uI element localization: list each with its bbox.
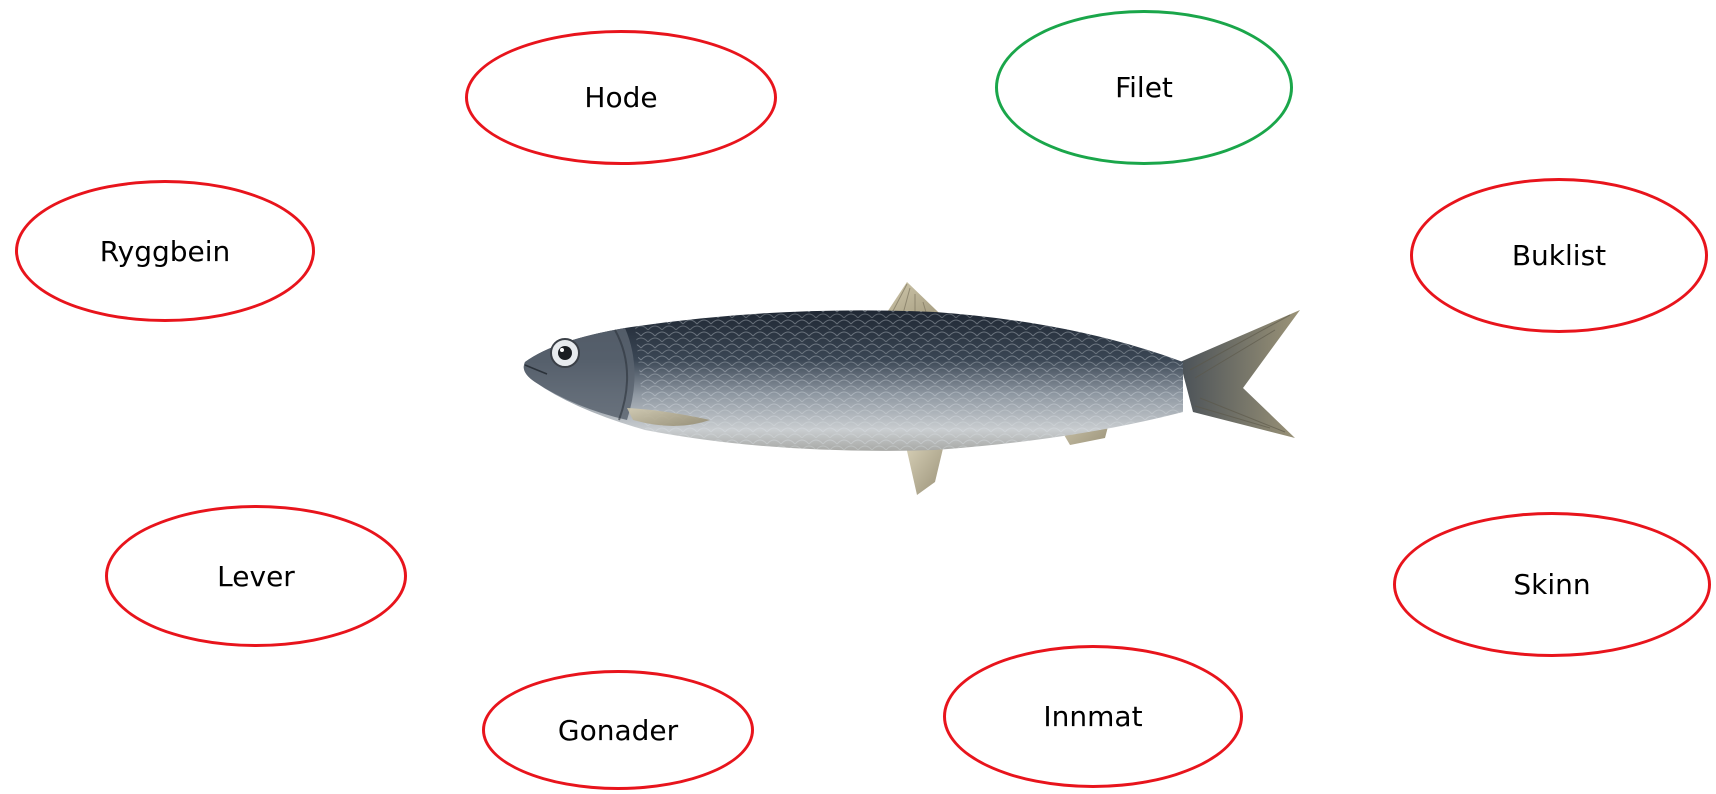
label-skinn-text: Skinn bbox=[1513, 568, 1590, 601]
fish-illustration bbox=[515, 270, 1345, 550]
label-filet[interactable]: Filet bbox=[995, 10, 1293, 165]
label-hode-text: Hode bbox=[584, 81, 657, 114]
label-gonader-text: Gonader bbox=[558, 714, 678, 747]
label-ryggbein[interactable]: Ryggbein bbox=[15, 180, 315, 322]
label-hode[interactable]: Hode bbox=[465, 30, 777, 165]
label-buklist-text: Buklist bbox=[1512, 239, 1606, 272]
label-lever[interactable]: Lever bbox=[105, 505, 407, 647]
label-lever-text: Lever bbox=[217, 560, 295, 593]
label-skinn[interactable]: Skinn bbox=[1393, 512, 1711, 657]
label-ryggbein-text: Ryggbein bbox=[100, 235, 231, 268]
label-filet-text: Filet bbox=[1115, 71, 1173, 104]
herring-fish-image bbox=[515, 270, 1345, 550]
label-innmat[interactable]: Innmat bbox=[943, 645, 1243, 788]
label-buklist[interactable]: Buklist bbox=[1410, 178, 1708, 333]
label-gonader[interactable]: Gonader bbox=[482, 670, 754, 790]
label-innmat-text: Innmat bbox=[1043, 700, 1142, 733]
